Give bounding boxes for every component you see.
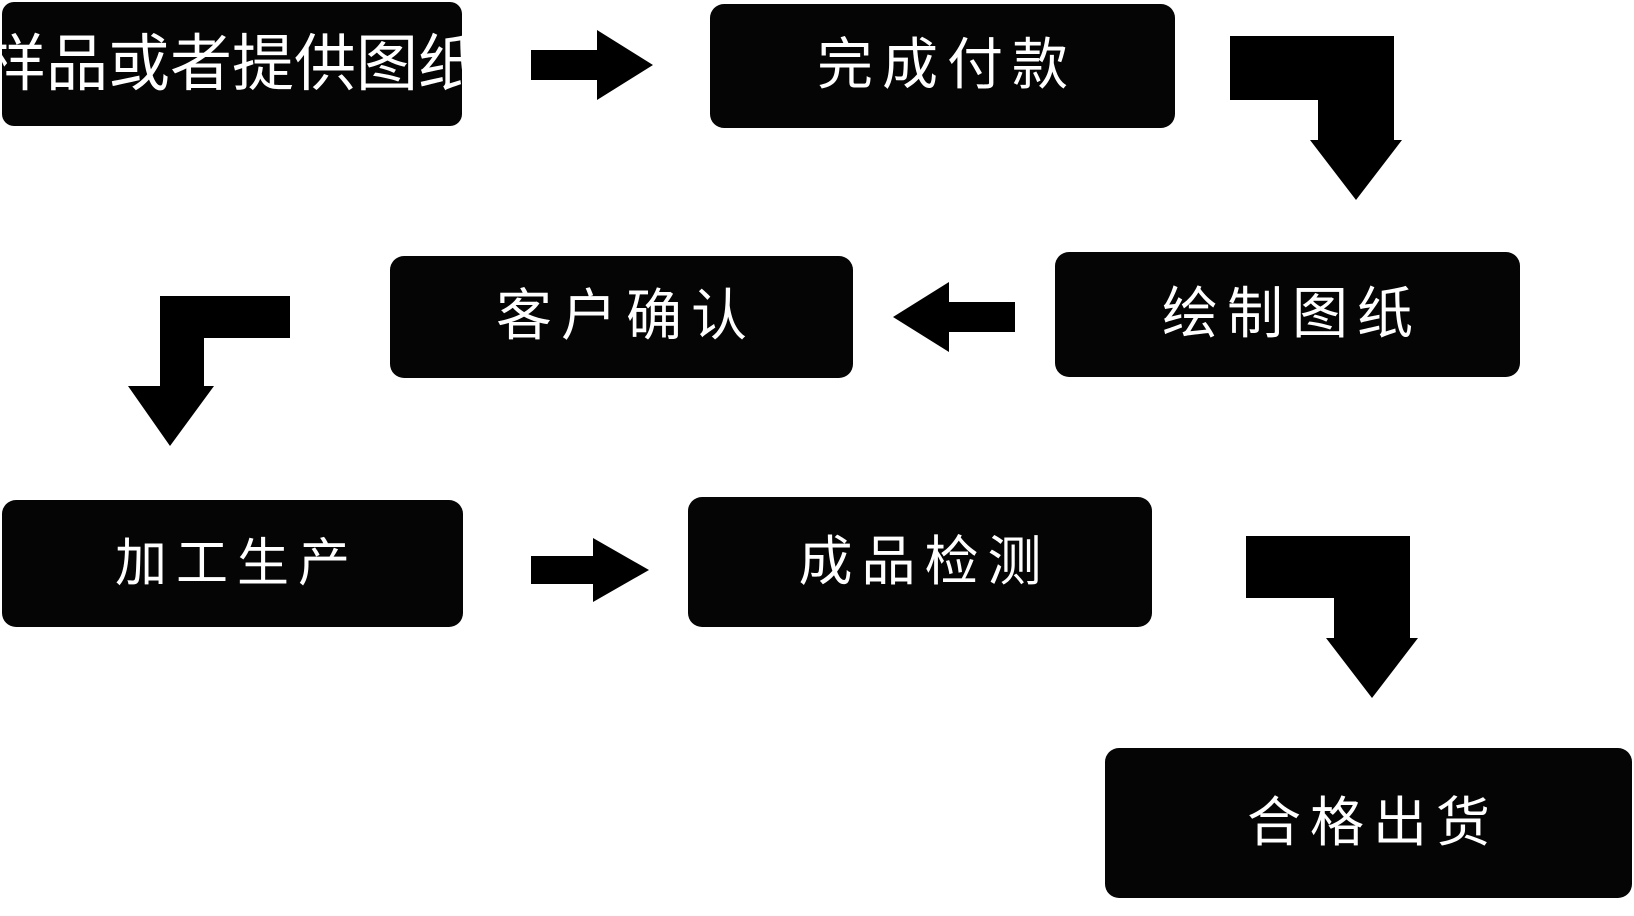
flow-node-production-label: 加工生产 bbox=[114, 533, 359, 594]
arrow-elbow-confirm-to-production bbox=[128, 290, 290, 446]
arrow-elbow-inspection-to-shipment bbox=[1240, 530, 1418, 698]
flow-node-sample-label: 样品或者提供图纸 bbox=[0, 27, 481, 100]
arrow-left-drawing-to-confirm bbox=[893, 282, 1015, 352]
flow-node-shipment-label: 合格出货 bbox=[1247, 791, 1499, 854]
arrow-right-sample-to-payment bbox=[531, 30, 653, 100]
arrow-right-production-to-inspection bbox=[531, 538, 649, 602]
flow-node-inspection-label: 成品检测 bbox=[798, 530, 1051, 593]
flow-node-production[interactable]: 加工生产 bbox=[2, 500, 463, 627]
arrow-elbow-payment-to-drawing bbox=[1222, 28, 1402, 200]
flow-node-payment[interactable]: 完成付款 bbox=[710, 4, 1175, 128]
flow-node-inspection[interactable]: 成品检测 bbox=[688, 497, 1152, 627]
flow-node-shipment[interactable]: 合格出货 bbox=[1105, 748, 1632, 898]
flow-node-drawing-label: 绘制图纸 bbox=[1162, 281, 1422, 347]
flow-node-customer-confirm-label: 客户确认 bbox=[496, 284, 756, 349]
flow-node-customer-confirm[interactable]: 客户确认 bbox=[390, 256, 853, 378]
flow-node-payment-label: 完成付款 bbox=[817, 33, 1077, 98]
flow-node-drawing[interactable]: 绘制图纸 bbox=[1055, 252, 1520, 377]
flow-node-sample[interactable]: 样品或者提供图纸 bbox=[0, 2, 480, 126]
